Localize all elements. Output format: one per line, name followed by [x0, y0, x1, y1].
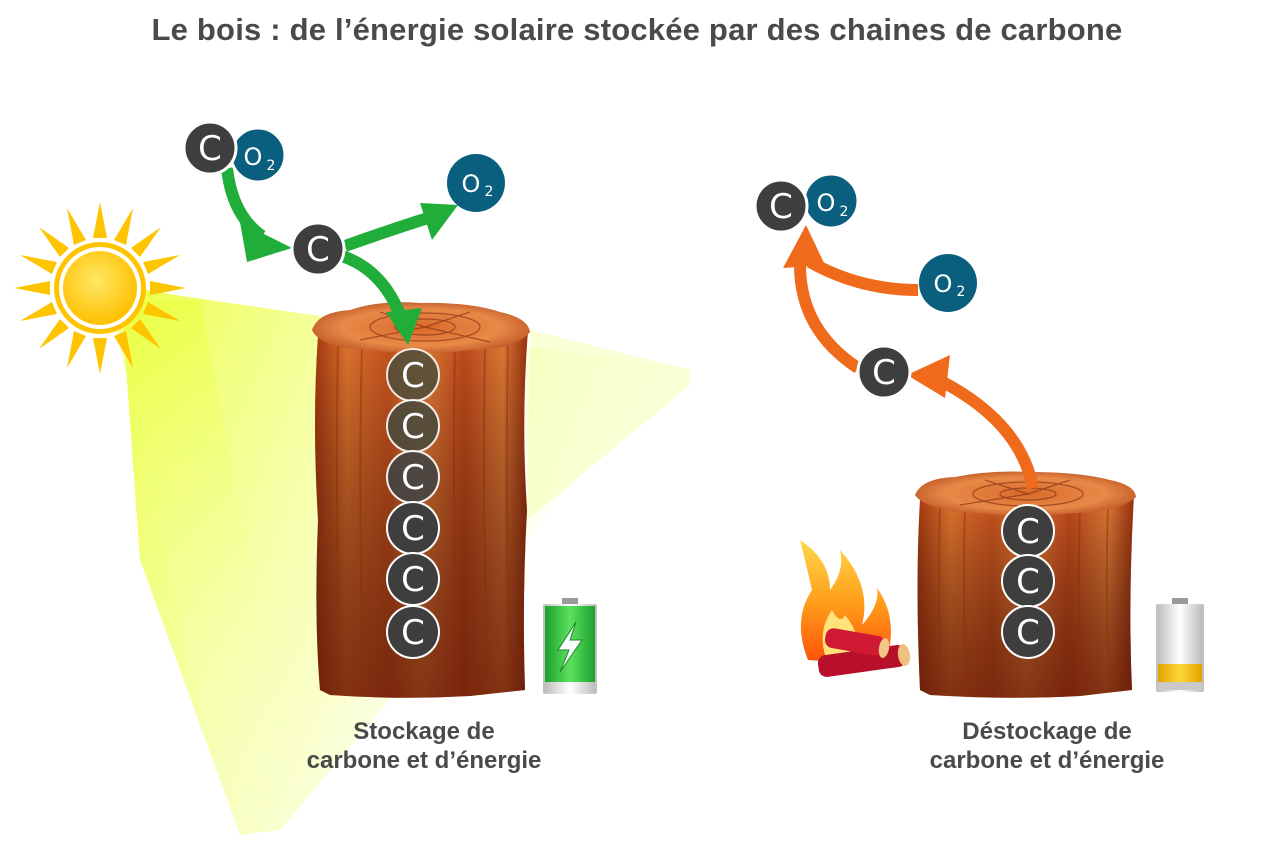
carbon-symbol: C [872, 353, 896, 393]
carbon-chain-atom: C [386, 501, 440, 555]
carbon-symbol: C [769, 187, 793, 227]
svg-text:C: C [401, 458, 425, 498]
arrow-c-to-co2 [794, 264, 862, 374]
svg-text:C: C [1016, 512, 1040, 552]
carbon-chain-atom: C [386, 348, 440, 402]
carbon-chain-atom: C [1001, 605, 1055, 659]
oxygen-atom [447, 154, 505, 212]
carbon-chain-atom: C [1001, 554, 1055, 608]
oxygen-symbol: O [462, 170, 481, 198]
carbon-chain-atom: C [386, 605, 440, 659]
o2-molecule-right: O 2 [919, 254, 977, 312]
caption-release-line2: carbone et d’énergie [929, 747, 1165, 774]
sun-icon [14, 202, 186, 374]
storage-arrowheads [240, 203, 458, 345]
oxygen-subscript: 2 [485, 184, 494, 200]
co2-molecule-left: O 2 C [182, 120, 287, 184]
caption-release: Déstockage de carbone et d’énergie [877, 717, 1217, 775]
wood-log-storage [312, 302, 690, 698]
fire-icon [800, 540, 911, 677]
svg-text:C: C [1016, 562, 1040, 602]
battery-low-icon [1156, 598, 1204, 692]
carbon-atom-free-left: C [290, 221, 346, 277]
arrow-c-to-o2 [342, 212, 430, 252]
carbon-atom [182, 120, 238, 176]
o2-molecule-left: O 2 [447, 154, 505, 212]
arrow-wood-to-c [932, 372, 1039, 490]
caption-release-line1: Déstockage de [962, 718, 1132, 745]
caption-storage: Stockage de carbone et d’énergie [254, 717, 594, 775]
carbon-symbol: C [306, 230, 330, 270]
release-arrowheads [783, 225, 950, 398]
oxygen-symbol: O [244, 143, 263, 171]
svg-text:C: C [1016, 613, 1040, 653]
carbon-chain-atom: C [386, 552, 440, 606]
caption-storage-line2: carbone et d’énergie [306, 747, 542, 774]
arrow-o2-to-co2 [807, 256, 919, 296]
carbon-chain-atom: C [386, 450, 440, 504]
carbon-chain-atom: C [1001, 504, 1055, 558]
arrow-c-to-wood [339, 250, 408, 323]
carbon-atom [753, 178, 809, 234]
svg-text:C: C [401, 613, 425, 653]
carbon-chain-release: C C C [1001, 504, 1055, 659]
svg-text:C: C [401, 560, 425, 600]
oxygen-subscript: 2 [840, 204, 849, 220]
oxygen-subscript: 2 [267, 158, 276, 174]
carbon-symbol: C [198, 129, 222, 169]
oxygen-subscript: 2 [957, 284, 966, 300]
oxygen-symbol: O [817, 189, 836, 217]
carbon-atom-free-right: C [856, 344, 912, 400]
carbon-chain-atom: C [386, 399, 440, 453]
caption-storage-line1: Stockage de [353, 718, 495, 745]
firewood-logs [817, 628, 911, 677]
svg-text:C: C [401, 356, 425, 396]
battery-charging-icon [543, 598, 597, 694]
oxygen-symbol: O [934, 270, 953, 298]
carbon-chain-storage: C C C C C C [386, 348, 440, 659]
release-arrows [794, 256, 1039, 490]
co2-molecule-right: O 2 C [753, 172, 860, 234]
svg-text:C: C [401, 407, 425, 447]
svg-text:C: C [401, 509, 425, 549]
page-title: Le bois : de l’énergie solaire stockée p… [151, 12, 1123, 47]
